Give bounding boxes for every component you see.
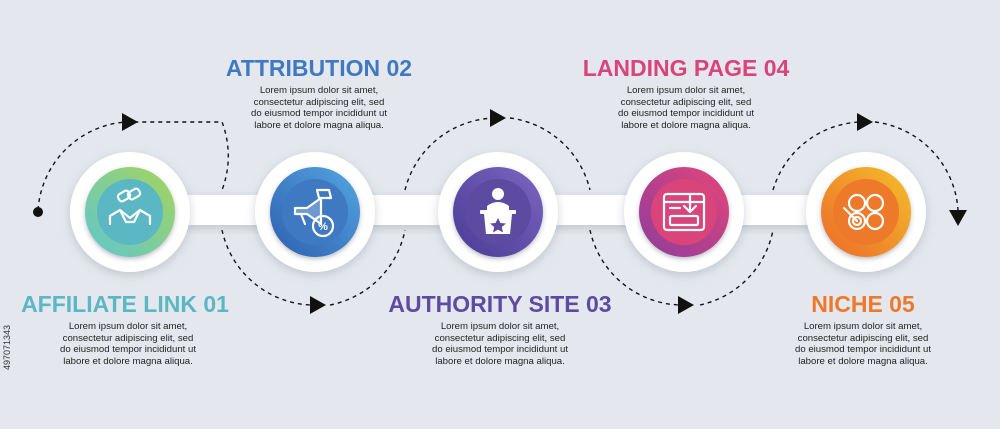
webpage-download-icon bbox=[662, 192, 706, 232]
step-5-description: Lorem ipsum dolor sit amet, consectetur … bbox=[795, 321, 931, 367]
arrowhead-4 bbox=[678, 296, 694, 314]
step-1-description: Lorem ipsum dolor sit amet, consectetur … bbox=[60, 321, 196, 367]
step-3-description: Lorem ipsum dolor sit amet, consectetur … bbox=[432, 321, 568, 367]
handshake-chain-icon bbox=[108, 187, 152, 226]
podium-speaker-icon bbox=[480, 188, 516, 234]
dashed-connectors bbox=[37, 117, 959, 306]
arc-end bbox=[874, 121, 959, 211]
step-1-title: AFFILIATE LINK 01 bbox=[21, 291, 229, 317]
svg-text:%: % bbox=[318, 221, 328, 233]
arrowheads bbox=[122, 109, 967, 314]
arrowhead-2 bbox=[310, 296, 326, 314]
step-2-title: ATTRIBUTION 02 bbox=[226, 55, 412, 81]
target-circles-icon bbox=[842, 193, 885, 231]
step-2-description: Lorem ipsum dolor sit amet, consectetur … bbox=[251, 85, 387, 131]
megaphone-discount-icon: % bbox=[293, 188, 335, 238]
arrowhead-1 bbox=[122, 113, 138, 131]
arc-2-3 bbox=[329, 229, 406, 306]
step-5-title: NICHE 05 bbox=[811, 291, 915, 317]
arc-5-start bbox=[772, 121, 861, 191]
step-5-icon-disc bbox=[833, 179, 899, 245]
arrowhead-end bbox=[949, 210, 967, 226]
step-3-title: AUTHORITY SITE 03 bbox=[388, 291, 611, 317]
step-4-description: Lorem ipsum dolor sit amet, consectetur … bbox=[618, 85, 754, 131]
start-dot bbox=[33, 207, 43, 217]
arrowhead-3 bbox=[490, 109, 506, 127]
step-1-icon-disc bbox=[97, 179, 163, 245]
side-stock-id: 497071343 bbox=[2, 324, 12, 370]
step-4-title: LANDING PAGE 04 bbox=[583, 55, 790, 81]
arc-3-4 bbox=[509, 117, 591, 191]
arc-4-5 bbox=[699, 229, 774, 306]
arc-start bbox=[37, 121, 229, 211]
step-4-icon-disc bbox=[651, 179, 717, 245]
arrowhead-5 bbox=[857, 113, 873, 131]
